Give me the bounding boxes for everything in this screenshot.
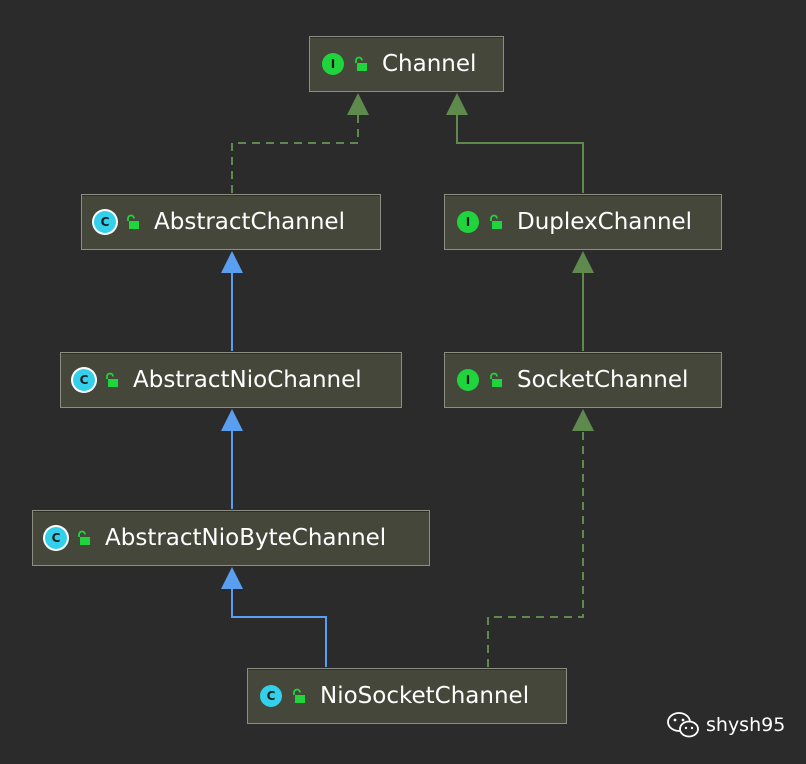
unlocked-padlock-icon xyxy=(355,56,367,71)
node-label: AbstractNioChannel xyxy=(133,367,362,393)
watermark-text: shysh95 xyxy=(706,714,786,736)
node-abstract-channel[interactable]: C AbstractChannel xyxy=(81,194,381,250)
node-label: Channel xyxy=(382,51,477,77)
node-label: AbstractNioByteChannel xyxy=(105,525,387,551)
interface-badge-icon: I xyxy=(457,211,479,233)
node-label: AbstractChannel xyxy=(154,209,345,235)
arrowhead-abstractniochannel xyxy=(221,409,243,431)
unlocked-padlock-icon xyxy=(78,530,90,545)
arrowhead-duplexchannel xyxy=(572,251,594,273)
arrowhead-channel-left xyxy=(347,93,369,115)
node-socket-channel[interactable]: I SocketChannel xyxy=(444,352,722,408)
node-duplex-channel[interactable]: I DuplexChannel xyxy=(444,194,722,250)
class-badge-icon: C xyxy=(260,685,282,707)
arrowhead-socketchannel xyxy=(572,409,594,431)
node-label: DuplexChannel xyxy=(517,209,693,235)
interface-badge-icon: I xyxy=(457,369,479,391)
wechat-icon xyxy=(667,712,699,738)
node-abstract-nio-channel[interactable]: C AbstractNioChannel xyxy=(60,352,402,408)
abstract-class-badge-icon: C xyxy=(45,527,67,549)
node-label: NioSocketChannel xyxy=(320,683,530,709)
unlocked-padlock-icon xyxy=(293,688,305,703)
edge-niosocketchannel-extends-abstractniobytechannel xyxy=(231,589,327,667)
unlocked-padlock-icon xyxy=(490,372,502,387)
abstract-class-badge-icon: C xyxy=(94,211,116,233)
edge-niosocketchannel-implements-socketchannel xyxy=(487,431,584,667)
node-nio-socket-channel[interactable]: C NioSocketChannel xyxy=(247,668,567,724)
unlocked-padlock-icon xyxy=(106,372,118,387)
interface-badge-icon: I xyxy=(322,53,344,75)
arrowhead-abstractchannel xyxy=(221,251,243,273)
abstract-class-badge-icon: C xyxy=(73,369,95,391)
unlocked-padlock-icon xyxy=(127,214,139,229)
edge-duplexchannel-extends-channel xyxy=(456,115,584,193)
node-channel[interactable]: I Channel xyxy=(309,36,504,92)
edge-abstractchannel-implements-channel xyxy=(231,115,359,193)
node-label: SocketChannel xyxy=(517,367,689,393)
arrowhead-channel-right xyxy=(446,93,468,115)
unlocked-padlock-icon xyxy=(490,214,502,229)
watermark: shysh95 xyxy=(666,710,785,740)
node-abstract-nio-byte-channel[interactable]: C AbstractNioByteChannel xyxy=(32,510,430,566)
arrowhead-abstractniobytechannel xyxy=(221,567,243,589)
